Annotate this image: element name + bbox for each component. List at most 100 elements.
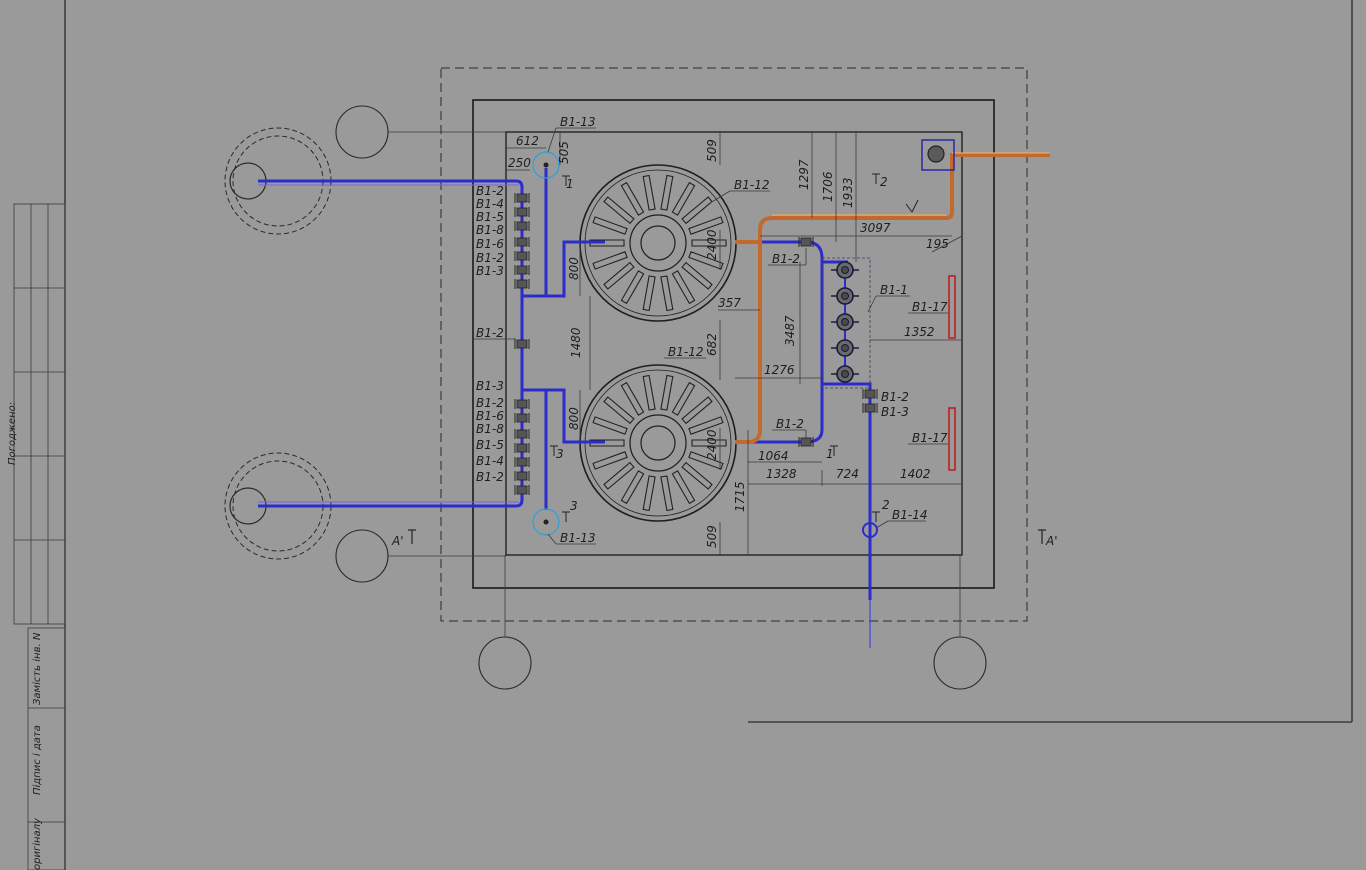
- tank-rib: [660, 275, 674, 312]
- tank-rib: [688, 216, 724, 235]
- dim-1328: 1328: [766, 467, 797, 481]
- tank-rib: [691, 439, 727, 447]
- label-b1-13-top: B1-13: [560, 115, 595, 129]
- dim-509-top: 509: [705, 139, 719, 162]
- stack-bottom-item: B1-5: [476, 438, 504, 452]
- dim-505: 505: [557, 141, 571, 164]
- section-mark-a-left: A': [391, 534, 404, 548]
- tank-rib: [671, 381, 696, 416]
- dim-509-bottom: 509: [705, 525, 719, 548]
- tank-rib: [681, 461, 713, 490]
- label-b1-1: B1-1: [880, 283, 908, 297]
- tank-rib: [592, 451, 628, 470]
- tank-rib: [660, 374, 674, 411]
- left-label-stack-top: B1-2 B1-4 B1-5 B1-8 B1-6 B1-2 B1-3: [476, 184, 504, 278]
- equipment-labels: B1-13 B1-13 B1-12 B1-12 B1-1 B1-17 B1-17…: [474, 115, 948, 545]
- label-b1-12-top: B1-12: [734, 178, 769, 192]
- cut-mark-3-bottom: 3: [570, 499, 578, 513]
- dim-1352: 1352: [904, 325, 935, 339]
- building-outline: [440, 67, 1028, 622]
- tank-rib: [620, 270, 645, 305]
- tank-rib: [691, 239, 727, 247]
- stack-top-item: B1-2: [476, 251, 504, 265]
- dim-724: 724: [836, 467, 859, 481]
- b1-13-risers: [532, 151, 560, 536]
- cut-mark-1-right: 1: [826, 447, 834, 461]
- section-mark-a-right: A': [1045, 534, 1058, 548]
- stack-bottom-item: B1-4: [476, 454, 504, 468]
- tank-rib: [660, 174, 674, 211]
- dim-1706: 1706: [821, 171, 835, 202]
- label-b1-17-bottom: B1-17: [912, 431, 948, 445]
- dim-3487: 3487: [783, 315, 797, 346]
- tank-rib: [671, 470, 696, 505]
- dim-612: 612: [516, 134, 539, 148]
- replacement-inventory-label: Замість інв. N: [31, 632, 43, 705]
- slope-mark: [905, 199, 919, 213]
- stack-top-item: B1-8: [476, 223, 504, 237]
- agreed-label: Погоджено:: [7, 402, 18, 465]
- label-b1-12-bottom: B1-12: [668, 345, 703, 359]
- tank-rib: [642, 475, 656, 512]
- dim-3097: 3097: [860, 221, 891, 235]
- stack-bottom-item: B1-8: [476, 422, 504, 436]
- dim-2400-bottom: 2400: [705, 429, 719, 460]
- tank-rib: [620, 181, 645, 216]
- tank-rib: [681, 196, 713, 225]
- label-b1-17-top: B1-17: [912, 300, 948, 314]
- label-b1-2-mid-left: B1-2: [476, 326, 504, 340]
- stack-top-item: B1-6: [476, 237, 504, 251]
- cut-mark-2-top: 2: [880, 175, 888, 189]
- stack-bottom-item: B1-6: [476, 409, 504, 423]
- tank-rib: [603, 396, 635, 425]
- tank-rib: [681, 396, 713, 425]
- dim-2400-top: 2400: [705, 229, 719, 260]
- tank-rib: [671, 181, 696, 216]
- tank-rib: [592, 416, 628, 435]
- stack-top-item: B1-2: [476, 184, 504, 198]
- tank-rib: [688, 416, 724, 435]
- signature-date-label: Підпис і дата: [31, 725, 43, 795]
- stack-bottom-item: B1-2: [476, 470, 504, 484]
- tank-rib: [660, 475, 674, 512]
- stack-top-item: B1-5: [476, 210, 504, 224]
- tank-rib: [642, 275, 656, 312]
- pump-manifold: [821, 257, 871, 389]
- dim-357: 357: [718, 296, 741, 310]
- stack-top-item: B1-4: [476, 197, 504, 211]
- tank-rib: [603, 196, 635, 225]
- tank-rib: [671, 270, 696, 305]
- tank-rib: [603, 261, 635, 290]
- tank-rib: [620, 381, 645, 416]
- stack-bottom-item: B1-3: [476, 379, 504, 393]
- dimension-lines: [506, 132, 963, 555]
- grid-axes: [335, 105, 987, 690]
- tank-rib: [589, 239, 625, 247]
- dim-1933: 1933: [841, 177, 855, 208]
- label-b1-13-bottom: B1-13: [560, 531, 595, 545]
- dim-800-bottom: 800: [567, 407, 581, 430]
- tank-rib: [603, 461, 635, 490]
- dim-682: 682: [705, 333, 719, 356]
- tank-rib: [620, 470, 645, 505]
- tank-rib: [592, 216, 628, 235]
- section-marks: A' A' 1 2 3 3 1 2: [391, 173, 1058, 548]
- tank-rib: [688, 251, 724, 270]
- dimension-texts: 612 250 505 509 1297 1706 1933 3097 195 …: [508, 134, 949, 548]
- dim-800-top: 800: [567, 257, 581, 280]
- label-b1-14: B1-14: [892, 508, 927, 522]
- tank-rib: [688, 451, 724, 470]
- cut-mark-1-left: 3: [556, 447, 564, 461]
- tank-rib: [592, 251, 628, 270]
- side-title-block: Погоджено: Замість інв. N Підпис і дата …: [7, 203, 66, 870]
- dim-250: 250: [508, 156, 531, 170]
- left-label-stack-bottom: B1-3 B1-2 B1-6 B1-8 B1-5 B1-4 B1-2: [476, 379, 504, 484]
- label-b1-2-bottom-mid: B1-2: [776, 417, 804, 431]
- cut-mark-2-bottom: 2: [882, 498, 890, 512]
- tank-rib: [642, 374, 656, 411]
- dim-195: 195: [926, 237, 949, 251]
- tank-rib: [681, 261, 713, 290]
- label-b1-3-right: B1-3: [881, 405, 909, 419]
- dim-1276: 1276: [764, 363, 795, 377]
